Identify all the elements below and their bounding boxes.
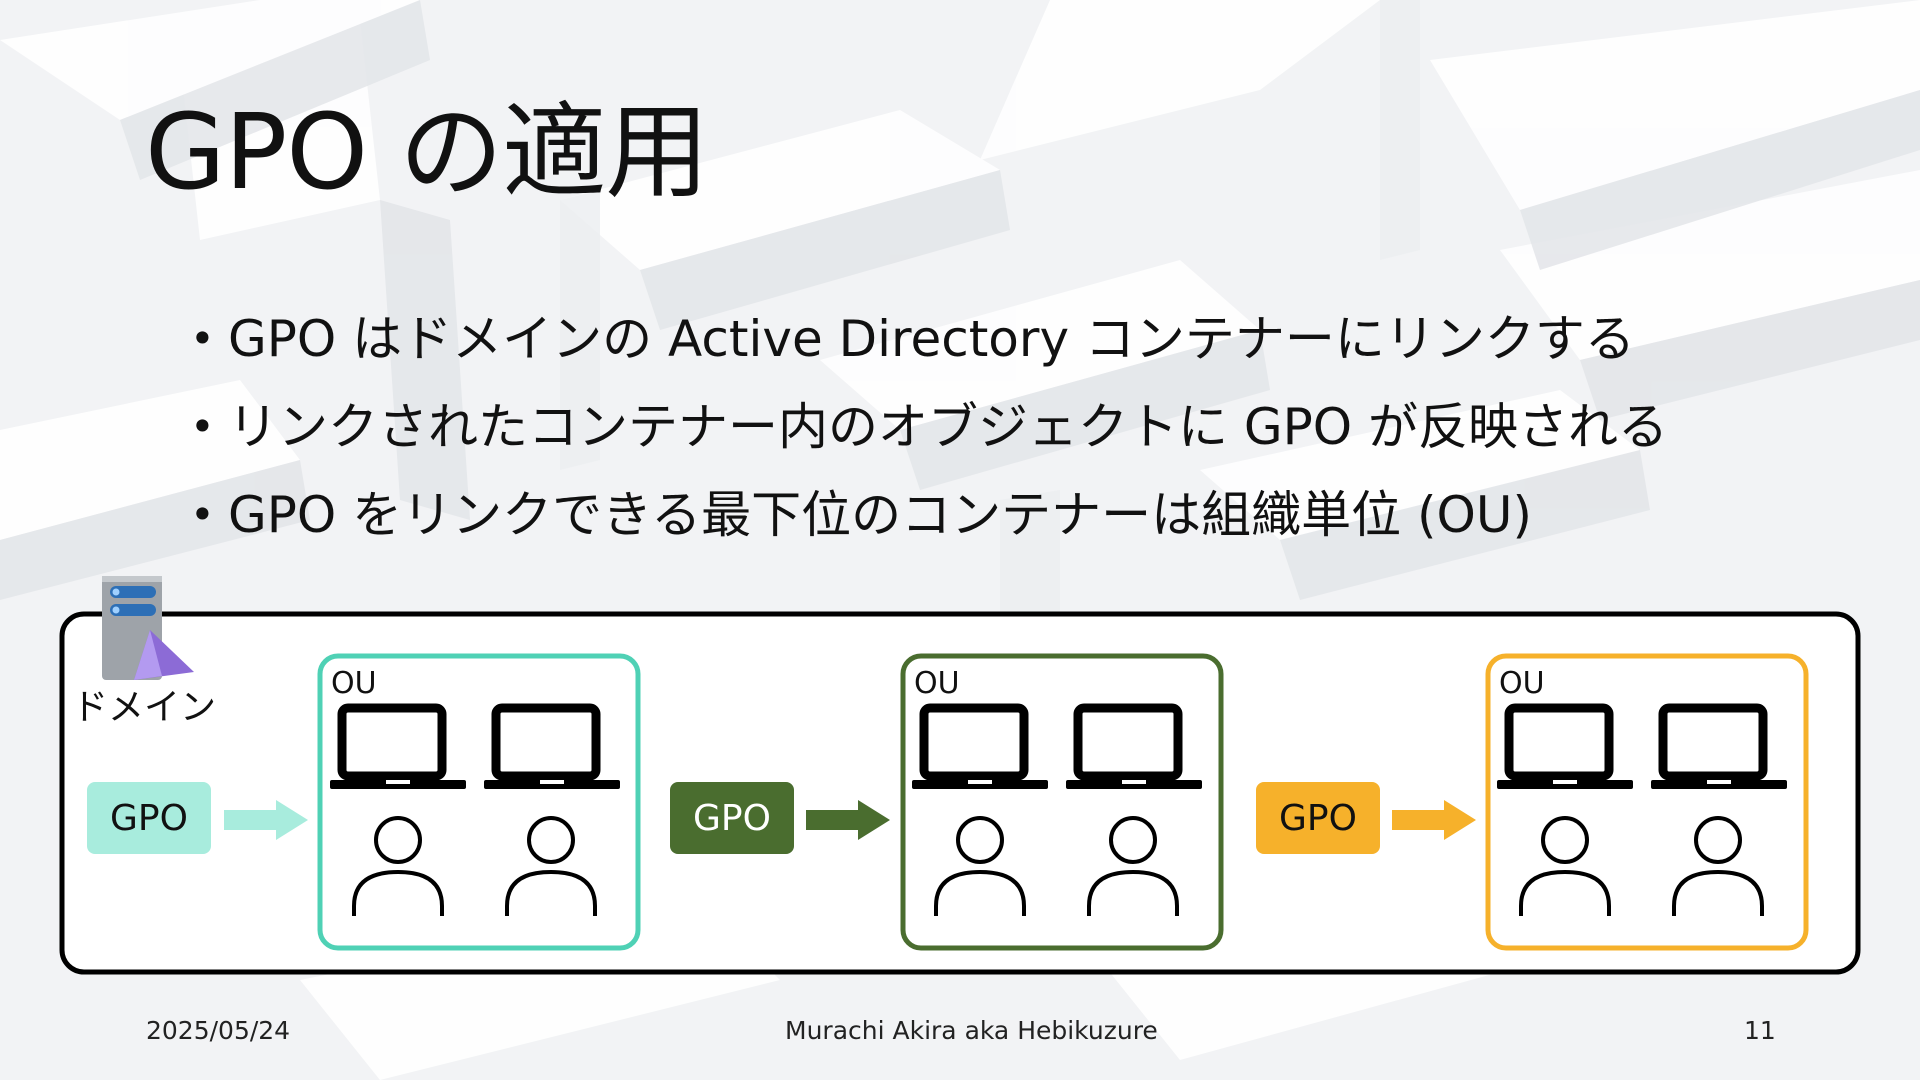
ou-container: [1485, 653, 1809, 951]
gpo-box: GPO: [87, 782, 211, 854]
page-number: 11: [1744, 1016, 1776, 1045]
ou-container: [317, 653, 641, 951]
ou-label: OU: [331, 666, 377, 701]
arrow-icon: [224, 800, 308, 840]
bullet-list: GPO はドメインの Active Directory コンテナーにリンクする …: [190, 295, 1668, 559]
domain-label: ドメイン: [72, 687, 217, 728]
gpo-label: GPO: [1279, 797, 1357, 839]
ou-label: OU: [914, 666, 960, 701]
ou-group-1: [224, 653, 641, 951]
bullet-item: リンクされたコンテナー内のオブジェクトに GPO が反映される: [190, 383, 1668, 471]
ou-group-3: [1392, 653, 1809, 951]
gpo-label: GPO: [110, 797, 188, 839]
server-icon: [102, 576, 194, 680]
gpo-box: GPO: [1256, 782, 1380, 854]
footer-date: 2025/05/24: [146, 1016, 291, 1045]
bullet-item: GPO はドメインの Active Directory コンテナーにリンクする: [190, 295, 1668, 383]
arrow-icon: [1392, 800, 1476, 840]
footer-author: Murachi Akira aka Hebikuzure: [785, 1016, 1158, 1045]
gpo-label: GPO: [693, 797, 771, 839]
arrow-icon: [806, 800, 890, 840]
bullet-item: GPO をリンクできる最下位のコンテナーは組織単位 (OU): [190, 471, 1668, 559]
ou-container: [900, 653, 1224, 951]
ou-group-2: [806, 653, 1224, 951]
slide-title: GPO の適用: [145, 91, 709, 213]
gpo-box: GPO: [670, 782, 794, 854]
ou-label: OU: [1499, 666, 1545, 701]
